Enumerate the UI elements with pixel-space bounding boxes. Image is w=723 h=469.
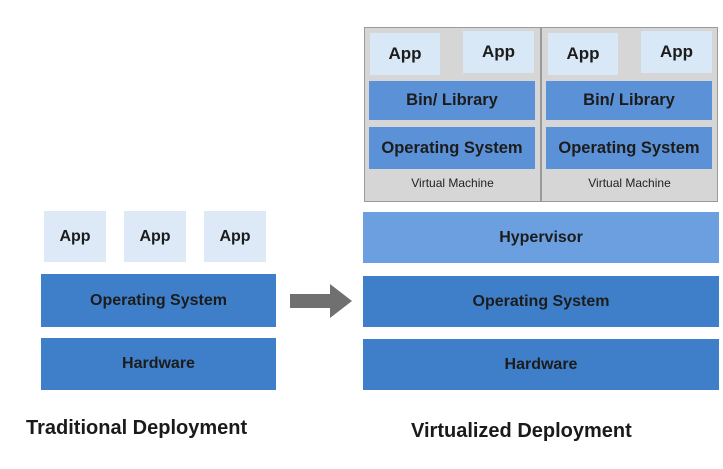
traditional-app-2: App <box>124 211 186 262</box>
hypervisor: Hypervisor <box>363 212 719 263</box>
vm2-operating-system: Operating System <box>546 127 712 169</box>
traditional-app-1: App <box>44 211 106 262</box>
vm1-bin-library: Bin/ Library <box>369 81 535 120</box>
traditional-operating-system: Operating System <box>41 274 276 327</box>
vm1-label: Virtual Machine <box>411 176 494 190</box>
traditional-app-3: App <box>204 211 266 262</box>
vm1-operating-system: Operating System <box>369 127 535 169</box>
right-arrow-icon <box>290 283 354 319</box>
vm2-label: Virtual Machine <box>588 176 671 190</box>
traditional-hardware: Hardware <box>41 338 276 390</box>
virtualized-caption: Virtualized Deployment <box>411 420 632 442</box>
vm2-app-1: App <box>548 33 618 75</box>
vm2-app-2: App <box>641 31 712 73</box>
vm1-app-1: App <box>370 33 440 75</box>
traditional-caption: Traditional Deployment <box>26 417 248 439</box>
vm2-bin-library: Bin/ Library <box>546 81 712 120</box>
virtualized-hardware: Hardware <box>363 339 719 390</box>
virtualized-operating-system: Operating System <box>363 276 719 327</box>
vm1-app-2: App <box>463 31 534 73</box>
